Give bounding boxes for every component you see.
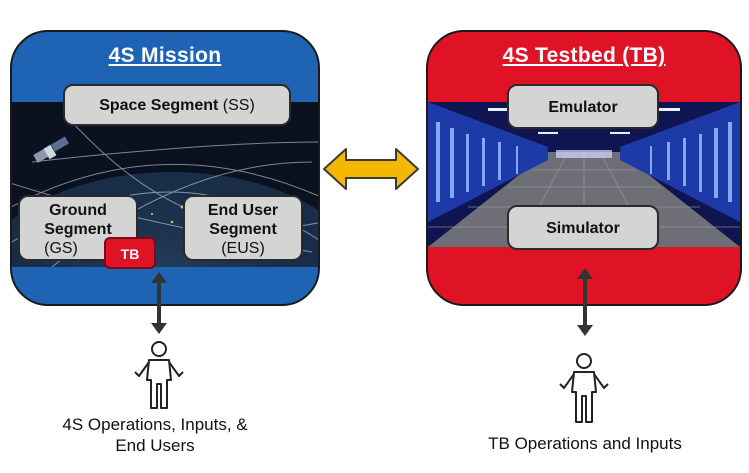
ground-segment-abbr: (GS) [44,240,78,257]
right-caption: TB Operations and Inputs [488,434,682,453]
ground-segment-box: Ground Segment (GS) [18,195,138,261]
person-icon [134,341,184,409]
space-segment-abbr: (SS) [222,97,255,114]
simulator-label: Simulator [546,220,620,237]
tb-badge: TB [104,237,156,269]
testbed-panel: 4S Testbed (TB) [426,30,742,306]
emulator-label: Emulator [548,99,618,116]
mission-title: 4S Mission [108,44,222,67]
space-segment-box: Space Segment (SS) [63,84,291,126]
end-user-segment-abbr: (EUS) [221,240,265,257]
double-arrow-icon [323,148,419,190]
left-caption-line1: 4S Operations, Inputs, & [62,415,248,434]
mission-panel: 4S Mission [10,30,320,306]
left-caption-line2: End Users [115,436,195,455]
left-caption: 4S Operations, Inputs, & End Users [25,414,285,456]
satellite-icon [33,136,69,163]
vertical-double-arrow-icon [577,268,593,336]
space-segment-label: Space Segment [99,97,219,114]
earth-network-image [12,102,318,267]
testbed-title: 4S Testbed (TB) [502,44,666,67]
person-icon [559,353,609,423]
end-user-segment-box: End User Segment (EUS) [183,195,303,261]
emulator-box: Emulator [507,84,659,129]
end-user-segment-line1: End User [207,202,279,219]
ground-segment-line2: Segment [44,221,112,238]
vertical-double-arrow-icon [151,272,167,334]
end-user-segment-line2: Segment [209,221,277,238]
simulator-box: Simulator [507,205,659,250]
ground-segment-line1: Ground [49,202,107,219]
